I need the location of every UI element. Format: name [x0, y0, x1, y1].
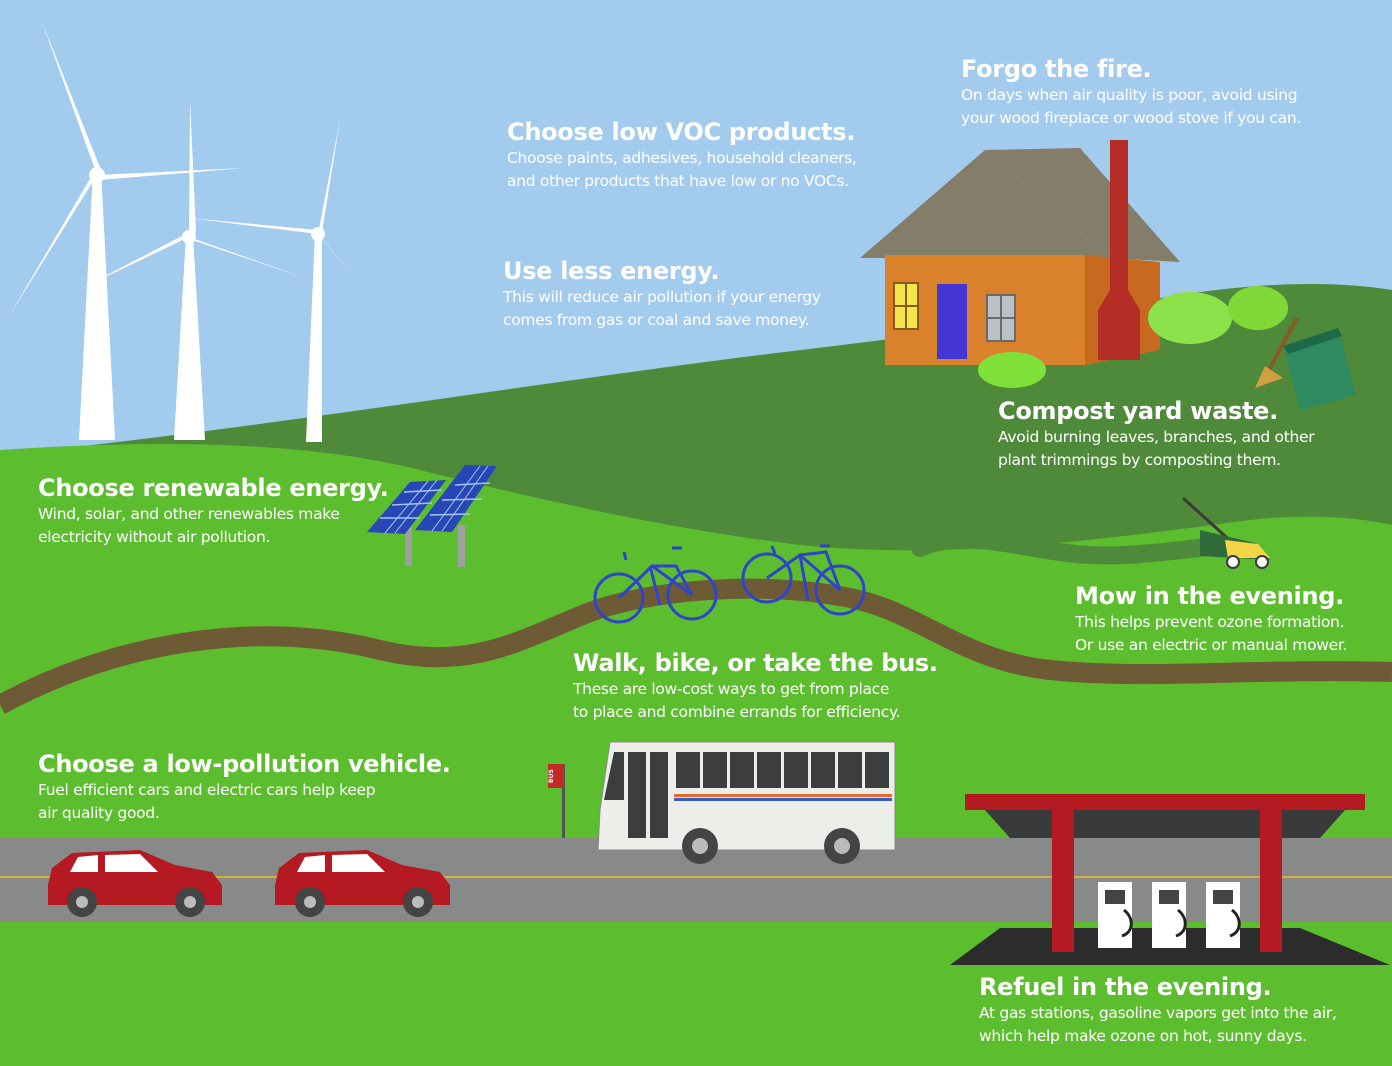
- tip-line: On days when air quality is poor, avoid …: [961, 86, 1298, 104]
- tip-line: your wood fireplace or wood stove if you…: [961, 109, 1301, 127]
- tip-line: Wind, solar, and other renewables make: [38, 505, 340, 523]
- tip-low-pollution-vehicle: Choose a low-pollution vehicle. Fuel eff…: [38, 749, 451, 825]
- tip-line: This helps prevent ozone formation.: [1075, 613, 1345, 631]
- tip-line: At gas stations, gasoline vapors get int…: [979, 1004, 1337, 1022]
- gas-station: [950, 794, 1390, 965]
- tip-line: comes from gas or coal and save money.: [503, 311, 810, 329]
- tip-line: air quality good.: [38, 804, 160, 822]
- lawn-mower: [1181, 496, 1270, 569]
- tip-title: Mow in the evening.: [1075, 582, 1344, 610]
- solar-panels: [367, 465, 497, 567]
- compost-bin: [1255, 317, 1356, 410]
- tip-line: plant trimmings by composting them.: [998, 451, 1281, 469]
- tip-line: and other products that have low or no V…: [507, 172, 849, 190]
- tip-line: These are low-cost ways to get from plac…: [573, 680, 890, 698]
- house: [860, 140, 1180, 365]
- bushes: [978, 286, 1288, 388]
- dirt-path: [0, 578, 1392, 714]
- tip-title: Walk, bike, or take the bus.: [573, 649, 938, 677]
- tip-less-energy: Use less energy. This will reduce air po…: [503, 256, 821, 332]
- tip-line: Choose paints, adhesives, household clea…: [507, 149, 857, 167]
- tip-line: This will reduce air pollution if your e…: [503, 288, 821, 306]
- tip-renewable-energy: Choose renewable energy. Wind, solar, an…: [38, 473, 389, 549]
- tip-title: Choose a low-pollution vehicle.: [38, 750, 451, 778]
- cars: [48, 850, 450, 917]
- tip-forgo-fire: Forgo the fire. On days when air quality…: [961, 54, 1301, 130]
- tip-title: Use less energy.: [503, 257, 720, 285]
- tip-line: to place and combine errands for efficie…: [573, 703, 901, 721]
- bicycles: [593, 544, 866, 624]
- tip-compost: Compost yard waste. Avoid burning leaves…: [998, 396, 1315, 472]
- mower-trail: [911, 530, 1209, 565]
- tip-line: Fuel efficient cars and electric cars he…: [38, 781, 376, 799]
- tip-line: electricity without air pollution.: [38, 528, 271, 546]
- tip-refuel-evening: Refuel in the evening. At gas stations, …: [979, 972, 1337, 1048]
- bus-stop-sign: [548, 764, 565, 838]
- tip-title: Compost yard waste.: [998, 397, 1278, 425]
- tip-line: Or use an electric or manual mower.: [1075, 636, 1348, 654]
- bus-stop-sign-label: BUS: [548, 769, 555, 783]
- tip-title: Choose low VOC products.: [507, 118, 856, 146]
- bus: [597, 741, 896, 864]
- tip-title: Choose renewable energy.: [38, 474, 389, 502]
- wind-turbines: [8, 22, 382, 442]
- tip-title: Refuel in the evening.: [979, 973, 1272, 1001]
- tip-line: Avoid burning leaves, branches, and othe…: [998, 428, 1315, 446]
- tip-low-voc: Choose low VOC products. Choose paints, …: [507, 117, 857, 193]
- tip-mow-evening: Mow in the evening. This helps prevent o…: [1075, 581, 1347, 657]
- tip-title: Forgo the fire.: [961, 55, 1152, 83]
- tip-line: which help make ozone on hot, sunny days…: [979, 1027, 1307, 1045]
- tip-walk-bike-bus: Walk, bike, or take the bus. These are l…: [573, 648, 938, 724]
